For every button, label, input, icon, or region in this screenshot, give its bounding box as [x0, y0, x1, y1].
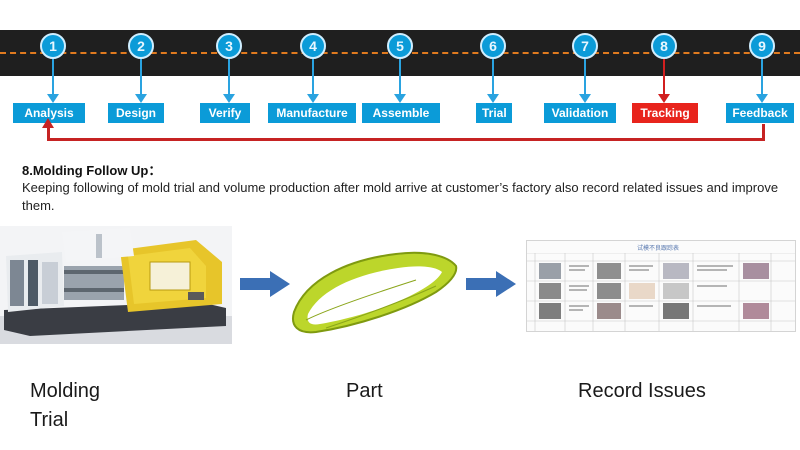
step-marker-1: 1 [40, 33, 66, 59]
feedback-loop-arrowhead [42, 118, 54, 128]
connector-5 [399, 59, 401, 96]
caption-molding-trial-line2: Trial [30, 409, 69, 431]
connector-7-arrowhead [579, 94, 591, 103]
connector-5-arrowhead [394, 94, 406, 103]
connector-4 [312, 59, 314, 96]
connector-9-arrowhead [756, 94, 768, 103]
section-heading: 8.Molding Follow Up： [22, 163, 162, 178]
step-feedback: Feedback [726, 103, 794, 123]
connector-1-arrowhead [47, 94, 59, 103]
step-validation: Validation [544, 103, 616, 123]
caption-molding-trial-line1: Molding [30, 380, 101, 402]
connector-9 [761, 59, 763, 96]
step-analysis: Analysis [13, 103, 85, 123]
caption-part: Part [346, 380, 383, 402]
feedback-loop-left [47, 126, 50, 141]
step-marker-9: 9 [749, 33, 775, 59]
step-marker-2: 2 [128, 33, 154, 59]
step-tracking: Tracking [632, 103, 698, 123]
issue-record-sheet-image: 试模不良跟踪表 [526, 240, 796, 332]
step-design: Design [108, 103, 164, 123]
connector-8 [663, 59, 665, 96]
connector-4-arrowhead [307, 94, 319, 103]
section-description: Keeping following of mold trial and volu… [22, 180, 779, 213]
feedback-loop-line [47, 138, 764, 141]
flow-arrow-2 [466, 271, 516, 297]
step-marker-5: 5 [387, 33, 413, 59]
step-marker-3: 3 [216, 33, 242, 59]
connector-6-arrowhead [487, 94, 499, 103]
step-assemble: Assemble [362, 103, 440, 123]
caption-record-issues: Record Issues [578, 380, 706, 402]
step-verify: Verify [200, 103, 250, 123]
connector-3-arrowhead [223, 94, 235, 103]
sheet-title: 试模不良跟踪表 [637, 245, 680, 252]
sheet-grid [527, 253, 795, 331]
connector-2-arrowhead [135, 94, 147, 103]
connector-1 [52, 59, 54, 96]
step-manufacture: Manufacture [268, 103, 356, 123]
caption-molding-trial: Molding Trial [30, 377, 100, 435]
connector-7 [584, 59, 586, 96]
step-trial: Trial [476, 103, 512, 123]
connector-6 [492, 59, 494, 96]
molded-part-image [292, 251, 458, 334]
connector-2 [140, 59, 142, 96]
step-marker-7: 7 [572, 33, 598, 59]
step-marker-4: 4 [300, 33, 326, 59]
injection-molding-machine-image [0, 226, 232, 344]
connector-8-arrowhead [658, 94, 670, 103]
feedback-loop-right [762, 124, 765, 141]
step-marker-6: 6 [480, 33, 506, 59]
flow-arrow-1 [240, 271, 290, 297]
connector-3 [228, 59, 230, 96]
step-marker-8: 8 [651, 33, 677, 59]
